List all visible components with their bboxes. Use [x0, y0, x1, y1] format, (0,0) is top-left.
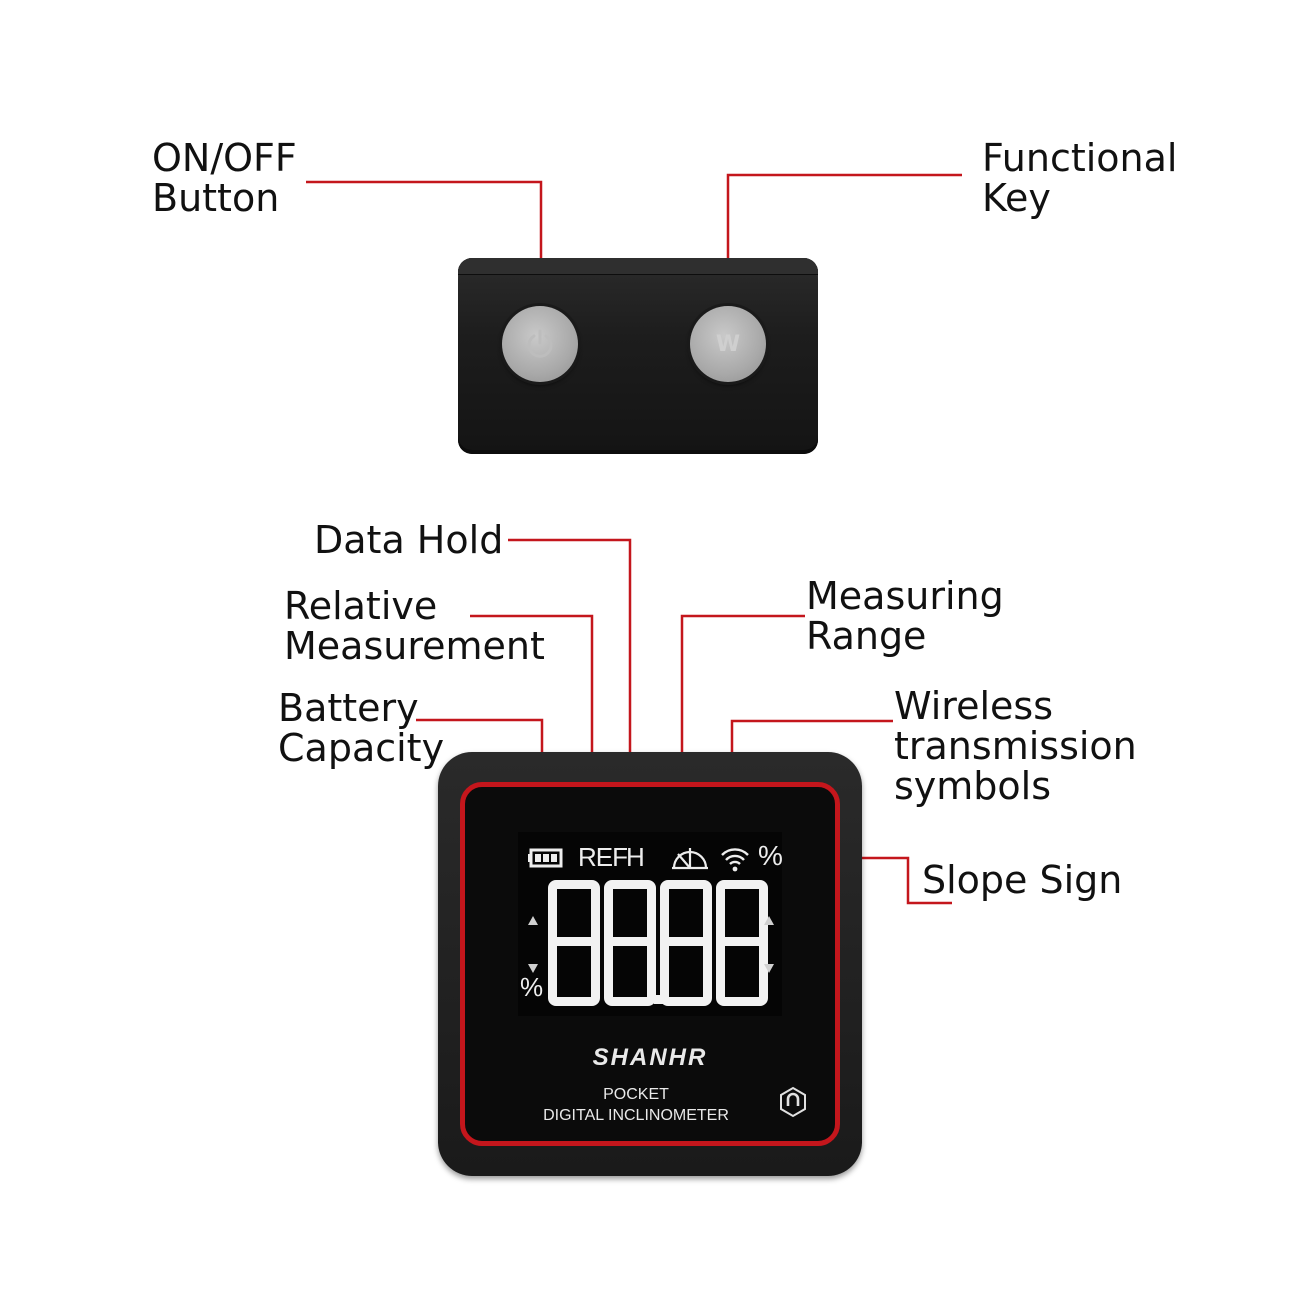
label-functional-key: Functional Key	[982, 138, 1177, 218]
on-off-button[interactable]	[502, 306, 578, 382]
label-line: Slope Sign	[922, 858, 1123, 902]
lcd-display: REF H % %	[518, 832, 783, 1016]
label-line: Measuring	[806, 574, 1004, 618]
functional-key-button[interactable]: W	[690, 306, 766, 382]
label-line: ON/OFF	[152, 136, 297, 180]
decimal-point	[654, 995, 663, 1004]
label-battery-capacity: Battery Capacity	[278, 688, 444, 768]
label-measuring-range: Measuring Range	[806, 576, 1004, 656]
brand-logo: SHANHR	[592, 1044, 708, 1071]
label-line: Relative	[284, 584, 438, 628]
product-line: POCKET	[603, 1086, 669, 1103]
down-arrow-icon	[528, 964, 538, 973]
label-line: Range	[806, 614, 927, 658]
digit	[604, 880, 656, 1006]
digit	[660, 880, 712, 1006]
device-front-view: REF H % %	[438, 752, 862, 1176]
label-relative-measurement: Relative Measurement	[284, 586, 545, 666]
device-top-rim	[458, 258, 818, 275]
battery-icon	[528, 848, 563, 868]
side-percent-indicator: %	[520, 972, 544, 1002]
label-line: Wireless	[894, 684, 1053, 728]
up-arrow-icon	[528, 916, 538, 925]
label-line: Functional	[982, 136, 1178, 180]
label-line: Battery	[278, 686, 419, 730]
magnet-icon	[780, 1086, 806, 1118]
angle-range-icon	[672, 848, 708, 870]
lcd-status-row: REF H %	[522, 836, 783, 876]
label-line: Button	[152, 176, 280, 220]
device-top-view: W	[458, 258, 818, 454]
wifi-icon	[721, 848, 749, 872]
label-line: Capacity	[278, 726, 445, 770]
label-wireless: Wireless transmission symbols	[894, 686, 1137, 806]
label-line: transmission	[894, 724, 1137, 768]
label-on-off: ON/OFF Button	[152, 138, 297, 218]
up-arrow-icon	[764, 916, 774, 925]
label-line: Key	[982, 176, 1051, 220]
label-data-hold: Data Hold	[314, 520, 503, 560]
product-line: DIGITAL INCLINOMETER	[543, 1107, 729, 1124]
slope-sign-indicator: %	[758, 840, 783, 871]
ref-indicator: REF	[578, 842, 628, 872]
function-button-text: W	[715, 331, 741, 357]
digit	[716, 880, 768, 1006]
down-arrow-icon	[764, 964, 774, 973]
digit	[548, 880, 600, 1006]
label-line: Measurement	[284, 624, 545, 668]
hold-indicator: H	[626, 842, 645, 872]
product-name: POCKET DIGITAL INCLINOMETER	[516, 1084, 756, 1126]
power-icon	[527, 329, 553, 358]
seven-segment-readout	[540, 880, 770, 1012]
label-slope-sign: Slope Sign	[922, 860, 1122, 900]
label-line: symbols	[894, 764, 1052, 808]
label-line: Data Hold	[314, 518, 504, 562]
